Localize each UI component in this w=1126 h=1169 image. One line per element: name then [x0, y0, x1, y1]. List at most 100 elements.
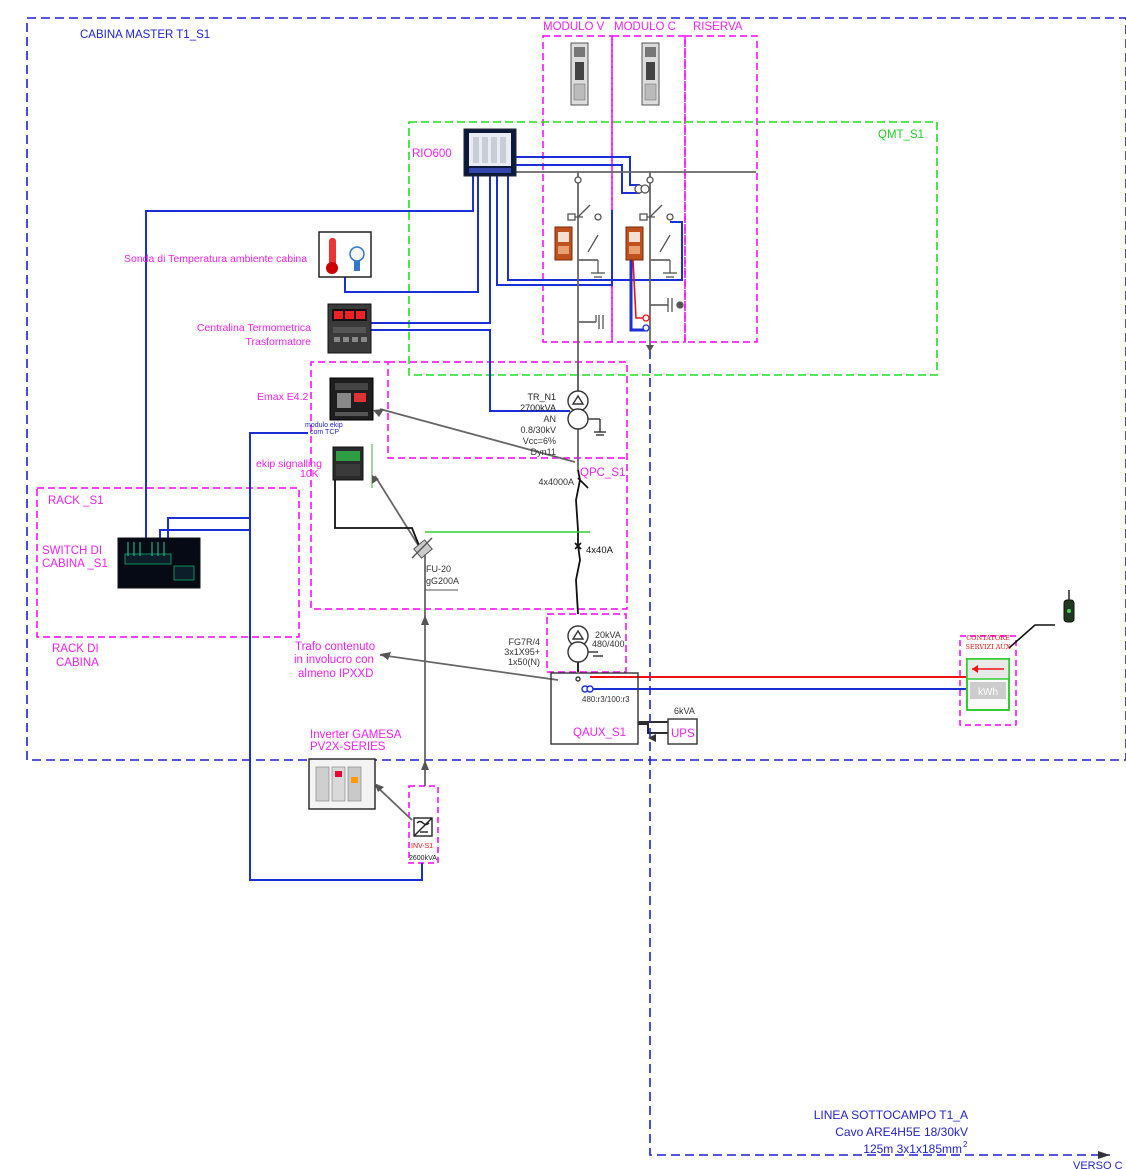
- emax-label: Emax E4.2: [257, 391, 309, 403]
- inverter-signal-line: [374, 784, 413, 821]
- thermometer-image: [318, 231, 372, 278]
- modulo-ekip-label-1: modulo ekip: [305, 422, 343, 429]
- rack-di-label-1: RACK DI: [52, 643, 99, 655]
- signal-arrowheads: [372, 409, 429, 792]
- tr-vcc-label: Vcc=6%: [523, 436, 556, 446]
- modulo-v-label: MODULO V: [543, 21, 605, 33]
- centralina-label-2: Trasformatore: [245, 336, 311, 348]
- ekip-signalling-label-2: 10K: [300, 468, 319, 480]
- modulo-c-label: MODULO C: [614, 21, 676, 33]
- ekip-signalling-label-1: ekip signalling: [256, 458, 322, 470]
- modulo-v-cabinet: [570, 42, 589, 106]
- antenna-wire: [1008, 624, 1055, 649]
- ups-arrow: [648, 734, 656, 742]
- rio600-top-blue-wire: [515, 156, 640, 186]
- linea-label-1: LINEA SOTTOCAMPO T1_A: [814, 1108, 968, 1122]
- inverter-box: [408, 785, 439, 864]
- riserva-box: [684, 35, 758, 343]
- ups-box: [667, 718, 698, 745]
- black-wires: [334, 469, 668, 734]
- main-breaker-label: 4x4000A: [538, 477, 574, 487]
- tr-an-label: AN: [543, 414, 556, 424]
- switch-label-2: CABINA _S1: [42, 558, 108, 570]
- centralina-label-1: Centralina Termometrica: [197, 322, 311, 334]
- mv-line-arrowhead: [1098, 1151, 1110, 1159]
- switch-to-inverter-wire: [167, 517, 423, 881]
- ups-label: UPS: [671, 728, 695, 740]
- modulo-c-red-wire: [632, 259, 648, 319]
- riserva-label: RISERVA: [693, 21, 743, 33]
- rio600-to-modulo-c-wire: [496, 175, 613, 286]
- ekip-signal-line: [374, 475, 421, 549]
- contatore-box: [959, 635, 1017, 726]
- fu-label-1: FU-20: [426, 564, 451, 574]
- modulo-c-box: [611, 35, 686, 343]
- linea-label-3-sup: 2: [963, 1140, 968, 1149]
- verso-label: VERSO C: [1073, 1160, 1123, 1169]
- qaux-to-ups: [638, 723, 668, 734]
- centralina-device: [327, 303, 372, 354]
- qaux-panel: [550, 672, 639, 745]
- emax-signal-line: [379, 408, 576, 463]
- inverter-symbol: [413, 817, 433, 837]
- qpc-enclosure: [310, 361, 628, 610]
- network-switch: [117, 537, 201, 589]
- linea-label-3: 125m 3x1x185mm: [863, 1142, 962, 1156]
- fu-20-symbol: [411, 537, 458, 591]
- main-transformer-symbol: [567, 390, 606, 436]
- centralina-to-tr-wire: [370, 329, 570, 412]
- tr-voltage-label: 0.8/30kV: [520, 425, 556, 435]
- tr-group-label: Dyn11: [531, 447, 556, 457]
- modulo-v-protection-relay: [554, 226, 573, 261]
- emax-to-switch-wire: [159, 432, 308, 555]
- inverter-label-2: PV2X-SERIES: [310, 741, 386, 753]
- qaux-label: QAUX_S1: [573, 727, 626, 739]
- switch-label-1: SWITCH DI: [42, 545, 102, 557]
- aux-breaker-label: 4x40A: [586, 545, 614, 556]
- linea-label-2: Cavo ARE4H5E 18/30kV: [835, 1125, 968, 1139]
- qaux-to-trafo-note: [379, 654, 559, 681]
- trafo-note-label-3: almeno IPXXD: [298, 668, 373, 680]
- rio600-label: RIO600: [412, 148, 452, 160]
- rack-di-label-2: CABINA: [56, 657, 99, 669]
- fu-label-2: gG200A: [426, 576, 459, 586]
- rio600-top-blue-wire-2: [515, 164, 640, 194]
- emax-breaker: [329, 377, 374, 421]
- rio600-device: [463, 128, 517, 177]
- kwh-label: kWh: [978, 687, 998, 698]
- lv-busbar-vertical: [575, 469, 581, 615]
- modulo-c-switchgear-symbols: [634, 176, 684, 352]
- aux-tr-label-1: 20kVA: [595, 630, 621, 640]
- qpc-label: QPC_S1: [580, 467, 625, 479]
- mv-line-dashed: [649, 350, 1110, 1156]
- modulo-c-cabinet: [641, 42, 660, 106]
- cable-label-3: 1x50(N): [508, 657, 540, 667]
- ekip-signalling-module: [332, 444, 373, 488]
- linea-label-3-text: 125m 3x1x185mm: [863, 1142, 962, 1156]
- aux-transformer-symbol: [567, 625, 603, 663]
- sonda-label: Sonda di Temperatura ambiente cabina: [124, 253, 307, 265]
- antenna-icon: [1063, 590, 1075, 623]
- inv-power-label: 2600kVA: [409, 855, 437, 862]
- ekip-to-fu: [334, 480, 421, 549]
- contatore-label-1: CONTATORE: [966, 634, 1010, 642]
- qmt-enclosure: [408, 121, 938, 376]
- ct-ratio-label: 480:r3/100:r3: [582, 695, 630, 704]
- rack-enclosure: [36, 487, 300, 638]
- cabina-master-label: CABINA MASTER T1_S1: [80, 29, 210, 41]
- modulo-v-switchgear-symbols: [567, 176, 605, 329]
- modulo-c-vt-blue-wire: [629, 255, 648, 332]
- cable-label-2: 3x1X95+: [504, 647, 540, 657]
- qmt-label: QMT_S1: [878, 129, 924, 141]
- grey-wires: [374, 171, 756, 821]
- rio600-to-qmt-wire: [507, 175, 683, 281]
- aux-transformer-box: [546, 613, 627, 673]
- trafo-note-label-2: in involucro con: [294, 654, 374, 666]
- inverter-label-1: Inverter GAMESA: [310, 729, 402, 741]
- cabina-master-enclosure: [26, 17, 1126, 761]
- inverter-image: [308, 758, 376, 810]
- inv-name-label: INV-S1: [411, 843, 433, 850]
- rio600-to-sonda-wire: [344, 175, 479, 293]
- modulo-ekip-label-2: com TCP: [310, 429, 339, 436]
- rio600-to-switch-wire: [145, 175, 474, 555]
